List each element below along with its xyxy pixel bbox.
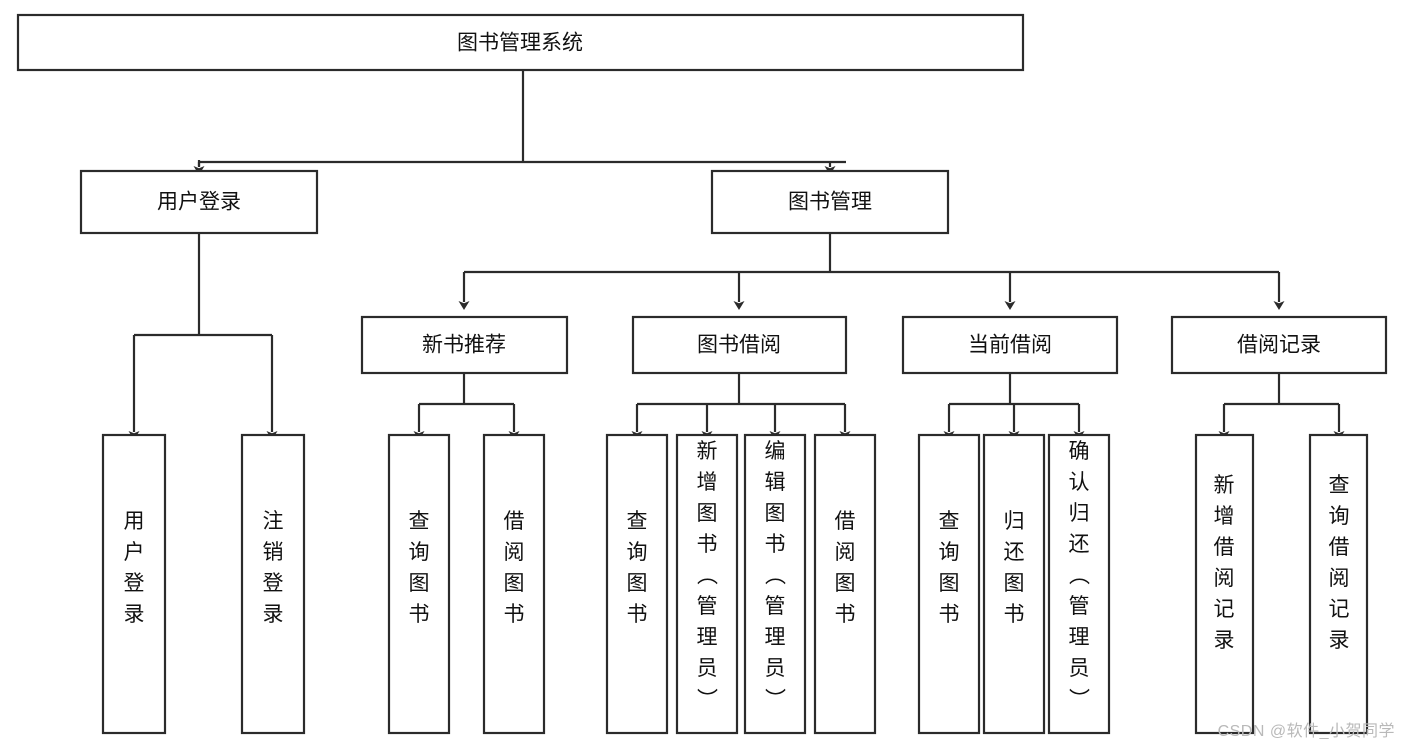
- node-book-borrow[interactable]: 图书借阅: [631, 315, 848, 375]
- leaf-return-book[interactable]: 归还图书: [982, 433, 1046, 735]
- node-current-borrow-box[interactable]: [901, 315, 1119, 375]
- leaf-edit-book-label: 编辑图书（管理员）: [765, 440, 787, 711]
- leaf-query-book-1-label: 查询图书: [409, 510, 430, 626]
- leaf-confirm-return-label: 确认归还（管理员）: [1069, 440, 1091, 711]
- leaf-borrow-book-2-label: 借阅图书: [835, 510, 856, 626]
- node-new-book-rec-box[interactable]: [360, 315, 569, 375]
- leaf-user-logout[interactable]: 注销登录: [240, 433, 306, 735]
- leaf-edit-book-box[interactable]: [743, 433, 807, 735]
- node-root-box[interactable]: [16, 13, 1025, 72]
- leaf-query-record[interactable]: 查询借阅记录: [1308, 433, 1369, 735]
- leaf-query-book-3-box[interactable]: [917, 433, 981, 735]
- leaf-query-record-label: 查询借阅记录: [1329, 474, 1350, 652]
- node-current-borrow-label: 当前借阅: [968, 334, 1052, 357]
- node-new-book-rec-label: 新书推荐: [422, 334, 506, 357]
- node-current-borrow[interactable]: 当前借阅: [901, 315, 1119, 375]
- leaf-add-book-label: 新增图书（管理员）: [697, 440, 719, 711]
- node-user-login[interactable]: 用户登录: [79, 169, 319, 235]
- leaf-add-book[interactable]: 新增图书（管理员）: [675, 433, 739, 735]
- leaf-add-book-box[interactable]: [675, 433, 739, 735]
- connector-layer: [128, 70, 1345, 440]
- node-root-label: 图书管理系统: [457, 32, 583, 55]
- node-book-borrow-label: 图书借阅: [697, 334, 781, 357]
- leaf-user-logout-label: 注销登录: [263, 510, 284, 626]
- node-book-borrow-box[interactable]: [631, 315, 848, 375]
- leaf-query-book-2-box[interactable]: [605, 433, 669, 735]
- node-book-manage[interactable]: 图书管理: [710, 169, 950, 235]
- leaf-user-login[interactable]: 用户登录: [101, 433, 167, 735]
- node-new-book-rec[interactable]: 新书推荐: [360, 315, 569, 375]
- leaf-user-login-box[interactable]: [101, 433, 167, 735]
- leaf-borrow-book-2[interactable]: 借阅图书: [813, 433, 877, 735]
- node-root[interactable]: 图书管理系统: [16, 13, 1025, 72]
- leaf-return-book-box[interactable]: [982, 433, 1046, 735]
- leaf-add-record[interactable]: 新增借阅记录: [1194, 433, 1255, 735]
- node-user-login-box[interactable]: [79, 169, 319, 235]
- leaf-query-book-3-label: 查询图书: [939, 510, 960, 626]
- leaf-query-book-3[interactable]: 查询图书: [917, 433, 981, 735]
- leaf-edit-book[interactable]: 编辑图书（管理员）: [743, 433, 807, 735]
- leaf-query-record-box[interactable]: [1308, 433, 1369, 735]
- leaf-borrow-book-2-box[interactable]: [813, 433, 877, 735]
- leaf-return-book-label: 归还图书: [1004, 510, 1025, 626]
- leaf-query-book-1[interactable]: 查询图书: [387, 433, 451, 735]
- leaf-query-book-1-box[interactable]: [387, 433, 451, 735]
- node-borrow-record-label: 借阅记录: [1237, 334, 1321, 357]
- leaf-query-book-2[interactable]: 查询图书: [605, 433, 669, 735]
- leaf-query-book-2-label: 查询图书: [627, 510, 648, 626]
- leaf-add-record-label: 新增借阅记录: [1214, 474, 1235, 652]
- leaf-user-logout-box[interactable]: [240, 433, 306, 735]
- node-book-manage-box[interactable]: [710, 169, 950, 235]
- node-borrow-record[interactable]: 借阅记录: [1170, 315, 1388, 375]
- node-borrow-record-box[interactable]: [1170, 315, 1388, 375]
- leaf-borrow-book-1[interactable]: 借阅图书: [482, 433, 546, 735]
- leaf-borrow-book-1-label: 借阅图书: [504, 510, 525, 626]
- leaf-add-record-box[interactable]: [1194, 433, 1255, 735]
- leaf-user-login-label: 用户登录: [124, 510, 145, 626]
- leaf-borrow-book-1-box[interactable]: [482, 433, 546, 735]
- leaf-confirm-return-box[interactable]: [1047, 433, 1111, 735]
- node-user-login-label: 用户登录: [157, 191, 241, 214]
- node-book-manage-label: 图书管理: [788, 191, 872, 214]
- leaf-confirm-return[interactable]: 确认归还（管理员）: [1047, 433, 1111, 735]
